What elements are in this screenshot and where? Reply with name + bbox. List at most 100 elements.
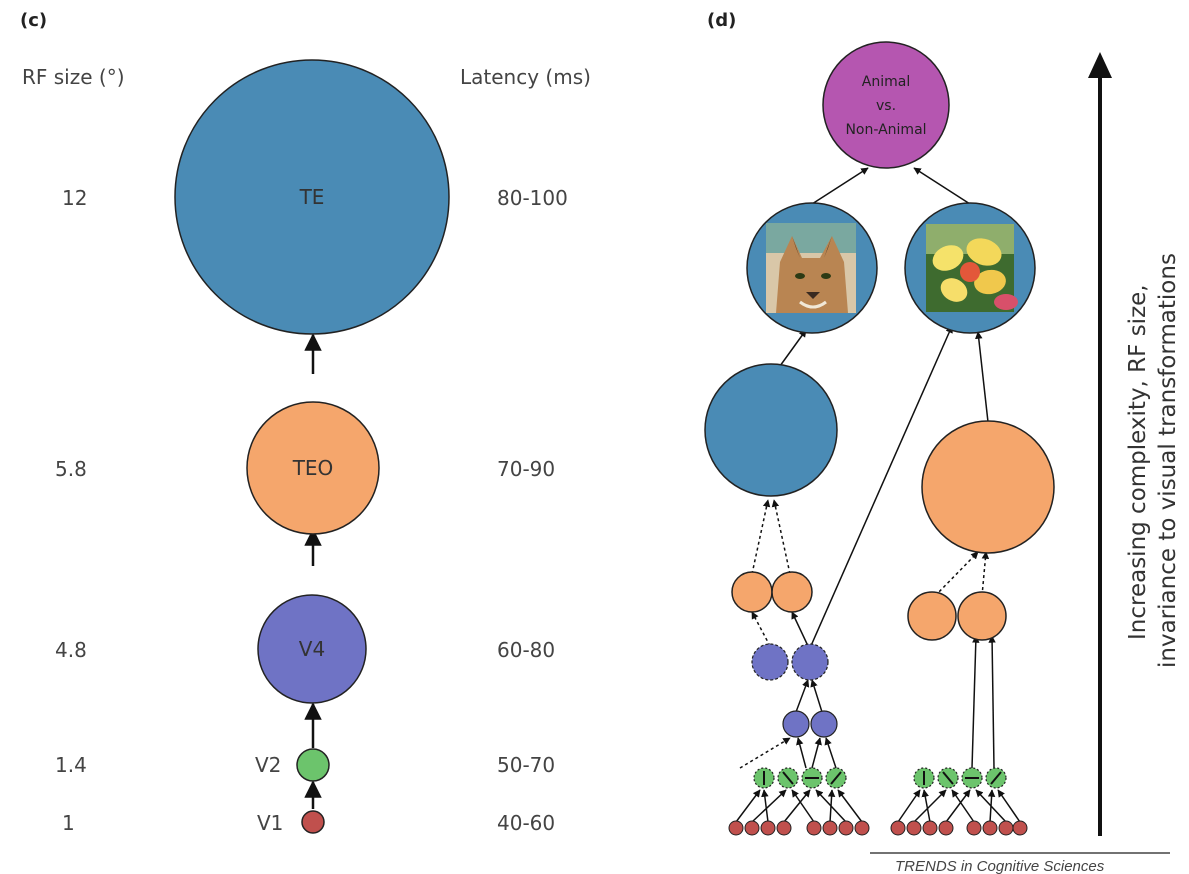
te-latency: 80-100: [497, 186, 568, 210]
teo-latency: 70-90: [497, 457, 555, 481]
v1-dot: [998, 820, 1014, 836]
edge-green-orange-b: [988, 635, 996, 769]
cat-photo-icon: [766, 223, 856, 313]
v1-dot: [744, 820, 760, 836]
left-v4-node-2: [791, 643, 829, 681]
edge-orange-left-b: [771, 499, 791, 575]
edge-red-green-r4: [945, 789, 971, 823]
rf-size-header: RF size (°): [22, 65, 125, 89]
edge-red-green-r8: [997, 789, 1021, 823]
v1-dot: [906, 820, 922, 836]
connection-lines: [735, 167, 1021, 823]
edge-orange-left-a: [751, 499, 771, 575]
v2-latency: 50-70: [497, 753, 555, 777]
left-te-node: [704, 363, 838, 497]
v1-dot: [760, 820, 776, 836]
edge-red-green-r1: [897, 789, 921, 823]
te-node: [174, 59, 450, 335]
edge-flower-to-top: [913, 167, 971, 205]
v4-rf-size: 4.8: [55, 638, 87, 662]
edge-red-green-l8: [837, 789, 863, 823]
right-teo-node: [921, 420, 1055, 554]
edge-green-orange-a: [971, 635, 980, 769]
top-node-line2: vs.: [876, 98, 896, 114]
v1-dot: [838, 820, 854, 836]
v1-dot: [822, 820, 838, 836]
latency-header: Latency (ms): [460, 65, 591, 89]
panel-d-label: (d): [707, 10, 736, 31]
edge-v4-orange-a: [751, 611, 771, 647]
v4-node: [257, 594, 367, 704]
edge-green-blue-a: [739, 737, 791, 769]
v4-latency: 60-80: [497, 638, 555, 662]
right-orange-node-2: [957, 591, 1007, 641]
left-v4-small-node-1: [782, 710, 810, 738]
teo-label: TEO: [292, 456, 334, 480]
edge-skip-to-flower: [809, 325, 953, 649]
animal-vs-nonanimal-node: [822, 41, 950, 169]
left-orange-node-1: [731, 571, 773, 613]
edge-green-blue-d: [824, 737, 837, 769]
edge-orange-to-flower: [975, 331, 989, 423]
panel-c: (c) RF size (°) Latency (ms) TE 12 80-10…: [20, 10, 591, 835]
edge-red-green-r3: [921, 789, 931, 823]
v1-latency: 40-60: [497, 811, 555, 835]
top-node-line3: Non-Animal: [845, 122, 926, 138]
v1-dot: [938, 820, 954, 836]
v2-node: [296, 748, 330, 782]
te-rf-size: 12: [62, 186, 87, 210]
flower-photo-icon: [926, 224, 1018, 312]
edge-orange-right-a: [934, 551, 979, 597]
right-orange-node-1: [907, 591, 957, 641]
v1-dot: [890, 820, 906, 836]
v1-dot: [728, 820, 744, 836]
axis-text-line2: invariance to visual transformations: [1155, 253, 1181, 668]
panel-d: (d): [704, 10, 1181, 836]
edge-red-green-l2: [751, 789, 787, 823]
edge-red-green-r7: [975, 789, 1007, 823]
left-v4-node-1: [751, 643, 789, 681]
v1-dot: [966, 820, 982, 836]
v1-dot: [854, 820, 870, 836]
edge-red-green-l1: [735, 789, 761, 823]
edge-blue-to-cat: [779, 329, 807, 367]
edge-red-green-l7: [815, 789, 847, 823]
edge-red-green-l5: [791, 789, 815, 823]
edge-red-green-r2: [913, 789, 947, 823]
edge-red-green-l3: [761, 789, 769, 823]
v1-rf-size: 1: [62, 811, 75, 835]
edge-blue-low-b: [810, 679, 823, 713]
edge-cat-to-top: [811, 167, 869, 205]
complexity-axis-arrowhead: [1088, 52, 1112, 78]
top-node-line1: Animal: [862, 74, 910, 90]
left-orange-node-2: [771, 571, 813, 613]
edge-v4-orange-b: [791, 611, 809, 647]
panel-c-label: (c): [20, 10, 47, 31]
v1-dot: [982, 820, 998, 836]
te-label: TE: [299, 185, 325, 209]
left-v4-small-node-2: [810, 710, 838, 738]
v1-node: [301, 810, 325, 834]
edge-green-blue-b: [796, 737, 807, 769]
v2-rf-size: 1.4: [55, 753, 87, 777]
v1-dot: [776, 820, 792, 836]
left-v2-nodes: [753, 767, 847, 789]
right-v2-nodes: [913, 767, 1007, 789]
v1-label: V1: [257, 811, 283, 835]
journal-footer: TRENDS in Cognitive Sciences: [895, 858, 1105, 874]
edge-orange-right-b: [981, 551, 990, 597]
axis-text-line1: Increasing complexity, RF size,: [1125, 284, 1151, 640]
v1-dot: [806, 820, 822, 836]
v2-label: V2: [255, 753, 281, 777]
edge-blue-low-a: [795, 679, 810, 713]
edge-red-green-l4: [783, 789, 811, 823]
v1-dots: [728, 820, 1028, 836]
edge-green-blue-c: [811, 737, 822, 769]
v4-label: V4: [299, 637, 325, 661]
v1-dot: [922, 820, 938, 836]
teo-node: [246, 401, 380, 535]
v1-dot: [1012, 820, 1028, 836]
teo-rf-size: 5.8: [55, 457, 87, 481]
edge-red-green-r5: [951, 789, 975, 823]
